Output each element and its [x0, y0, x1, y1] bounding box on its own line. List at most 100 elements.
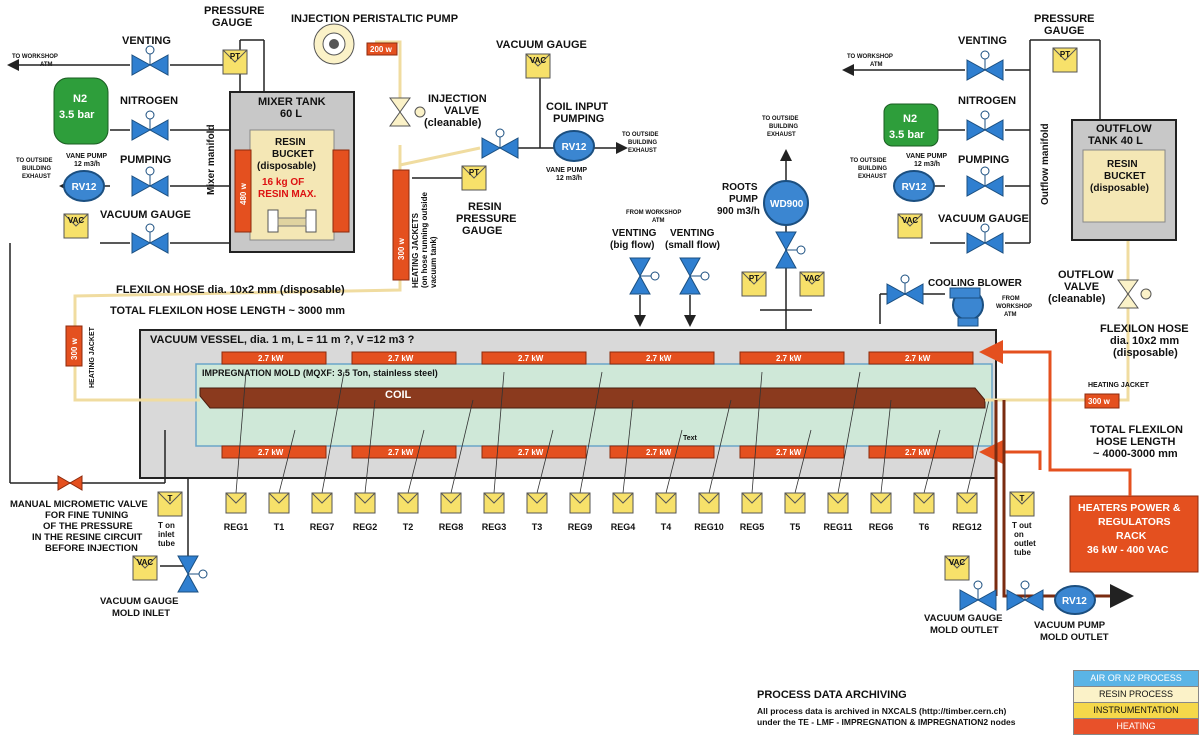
svg-text:VACUUM GAUGE: VACUUM GAUGE [938, 213, 1029, 225]
sensor-t1: T1 [268, 492, 290, 532]
svg-text:2.7 kW: 2.7 kW [776, 354, 802, 363]
air-valve-3 [131, 166, 169, 197]
svg-text:REG10: REG10 [694, 522, 724, 532]
svg-text:T3: T3 [532, 522, 543, 532]
legend-item-instrumentation: INSTRUMENTATION [1073, 703, 1199, 719]
rv12-mold-outlet: RV12 [1054, 585, 1096, 615]
svg-text:REG11: REG11 [823, 522, 852, 532]
vertical-valve-2 [679, 257, 710, 295]
heating-jacket-right [1084, 393, 1120, 409]
t-inlet-gauge: T [157, 491, 183, 517]
rv12-pump-3: RV12 [893, 170, 935, 202]
vacuum-vessel-label: VACUUM VESSEL, dia. 1 m, L = 11 m ?, V =… [150, 334, 415, 346]
svg-text:REG2: REG2 [353, 522, 378, 532]
sensor-reg12: REG12 [952, 492, 982, 532]
svg-text:REG1: REG1 [224, 522, 249, 532]
injection-pump [313, 23, 355, 65]
air-valve-6 [966, 50, 1004, 81]
sensor-reg1: REG1 [224, 492, 249, 532]
heater-top-1: 2.7 kW [221, 351, 327, 365]
svg-text:RV12: RV12 [1062, 596, 1087, 607]
vacuum-gauge-left-label: VACUUM GAUGE [100, 209, 191, 221]
total-length-label: TOTAL FLEXILON HOSE LENGTH ~ 3000 mm [110, 305, 345, 317]
svg-text:REG6: REG6 [869, 522, 894, 532]
vertical-valve-3 [775, 231, 806, 269]
heating-jacket-left [65, 325, 83, 367]
cooling-blower [949, 287, 984, 327]
svg-text:REG4: REG4 [611, 522, 636, 532]
heater-bottom-6: 2.7 kW [868, 445, 974, 459]
svg-text:2.7 kW: 2.7 kW [646, 448, 672, 457]
svg-text:2.7 kW: 2.7 kW [258, 448, 284, 457]
svg-text:2.7 kW: 2.7 kW [388, 354, 414, 363]
svg-text:HEATING JACKET: HEATING JACKET [89, 326, 96, 388]
svg-text:VAC: VAC [137, 558, 154, 567]
vac-vessel-gauge: VAC [799, 271, 825, 297]
svg-text:HEATING JACKETS(on hose runni: HEATING JACKETS(on hose running outsidev… [411, 191, 438, 288]
svg-text:2.7 kW: 2.7 kW [518, 354, 544, 363]
svg-text:PT: PT [469, 168, 479, 177]
sensor-t5: T5 [784, 492, 806, 532]
svg-text:WD900: WD900 [770, 199, 804, 210]
svg-text:T1: T1 [274, 522, 285, 532]
mold-label: IMPREGNATION MOLD (MQXF: 3.5 Ton, stainl… [202, 368, 438, 378]
coil [199, 387, 986, 409]
sensor-reg2: REG2 [353, 492, 378, 532]
vertical-valve-1 [629, 257, 660, 295]
svg-text:RV12: RV12 [902, 182, 927, 193]
air-valve-11 [959, 580, 997, 611]
air-valve-1 [131, 45, 169, 76]
archiving-title: PROCESS DATA ARCHIVING [757, 689, 907, 701]
pt-resin-gauge: PT [461, 165, 487, 191]
svg-text:T2: T2 [403, 522, 414, 532]
svg-text:N2: N2 [73, 93, 87, 105]
svg-text:REG8: REG8 [439, 522, 464, 532]
svg-text:T6: T6 [919, 522, 930, 532]
vac-left-gauge: VAC [63, 213, 89, 239]
heater-top-3: 2.7 kW [481, 351, 587, 365]
sensor-reg7: REG7 [310, 492, 334, 532]
svg-text:300 w: 300 w [1088, 397, 1111, 406]
svg-text:HEATING JACKET: HEATING JACKET [1088, 382, 1150, 389]
svg-text:2.7 kW: 2.7 kW [776, 448, 802, 457]
sensor-reg9: REG9 [568, 492, 592, 532]
pt-vessel-gauge: PT [741, 271, 767, 297]
sensor-group [235, 371, 990, 494]
svg-text:RV12: RV12 [72, 182, 97, 193]
wd900-pump: WD900 [763, 180, 809, 226]
svg-text:VACUUM GAUGE: VACUUM GAUGE [496, 39, 587, 51]
archiving-line1: All process data is archived in NXCALS (… [757, 706, 1007, 716]
sensor-reg10: REG10 [694, 492, 724, 532]
svg-text:T5: T5 [790, 522, 801, 532]
t-outlet-gauge: T [1009, 491, 1035, 517]
svg-text:VAC: VAC [530, 56, 547, 65]
svg-text:2.7 kW: 2.7 kW [905, 448, 931, 457]
svg-text:VENTING: VENTING [958, 35, 1007, 47]
air-valve-7 [966, 110, 1004, 141]
svg-text:3.5 bar: 3.5 bar [889, 129, 925, 141]
outflow-valve [1117, 279, 1152, 309]
air-valve-8 [966, 166, 1004, 197]
svg-text:REG3: REG3 [482, 522, 507, 532]
rv12-pump-2: RV12 [553, 130, 595, 162]
svg-text:VENTING(small flow): VENTING(small flow) [665, 228, 720, 251]
heater-top-6: 2.7 kW [868, 351, 974, 365]
venting-left-label: VENTING [122, 35, 171, 47]
